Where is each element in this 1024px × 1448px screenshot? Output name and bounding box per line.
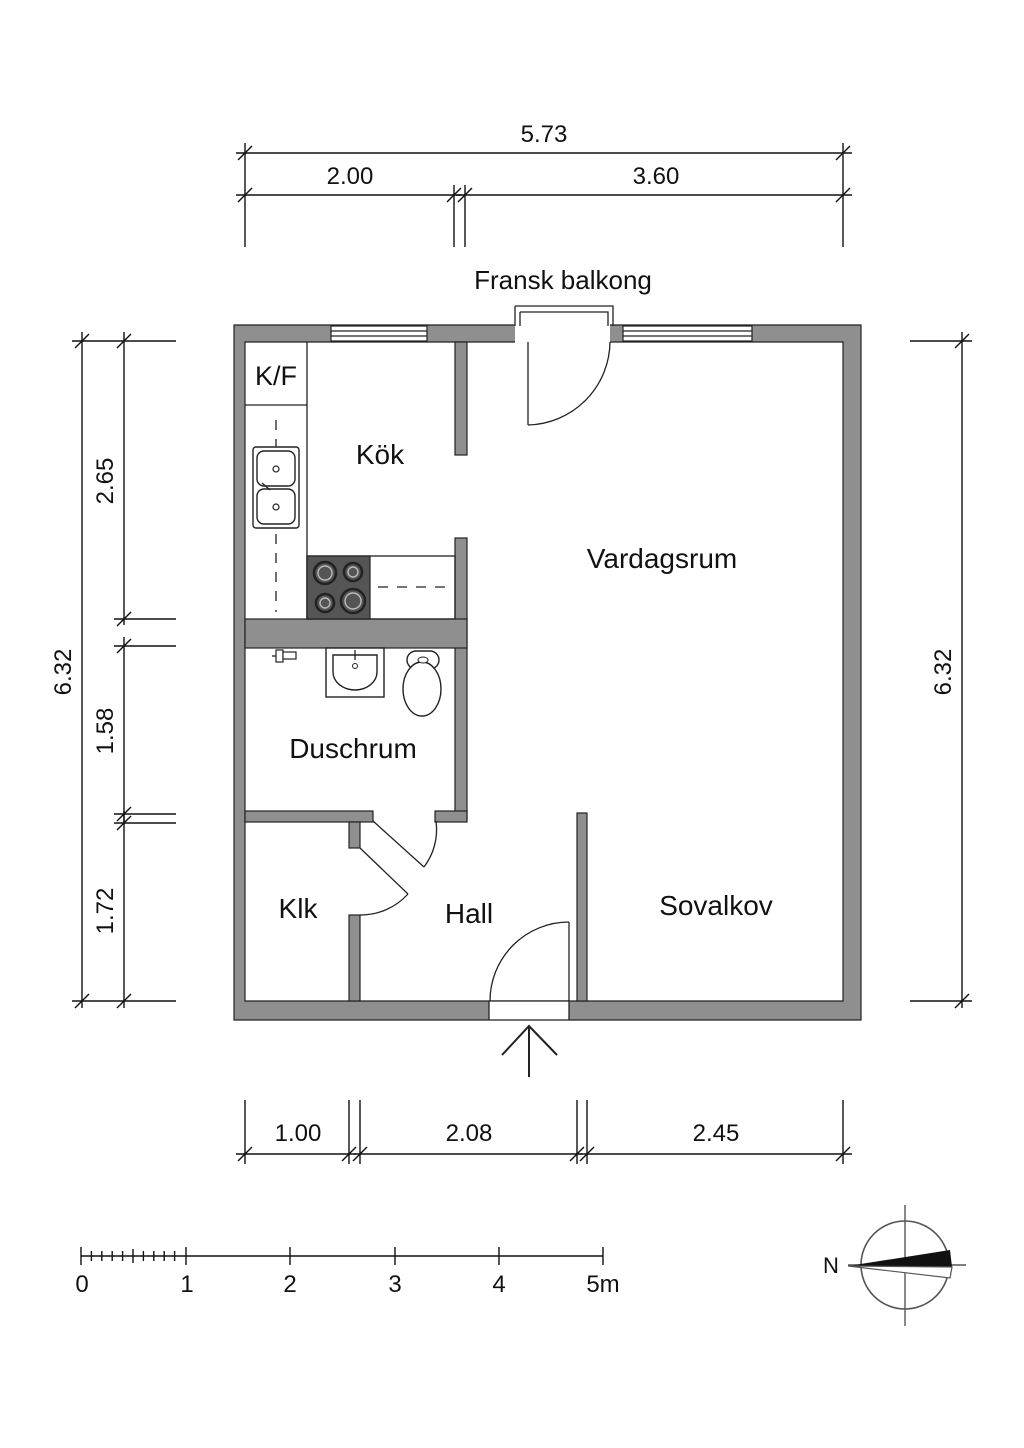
shower-tap-icon: [272, 649, 297, 663]
room-label-bedroom: Sovalkov: [659, 890, 773, 921]
scale-tick-0: 0: [75, 1271, 88, 1298]
toilet-icon: [402, 650, 442, 717]
window-kitchen: [330, 325, 428, 342]
dim-bottom-2: 2.08: [446, 1120, 493, 1147]
scale-tick-3: 3: [388, 1271, 401, 1298]
closet-wall-upper: [348, 821, 361, 849]
scale-tick-4: 4: [492, 1271, 505, 1298]
top-dimensions: 5.73 2.00 3.60: [236, 121, 852, 247]
dim-left-total: 6.32: [50, 649, 77, 696]
room-label-closet: Klk: [279, 893, 319, 924]
scale-tick-5: 5m: [586, 1271, 619, 1298]
washbasin-icon: [325, 647, 385, 698]
sink-icon: [252, 446, 300, 529]
balcony-label: Fransk balkong: [474, 265, 652, 295]
closet-door: [359, 847, 409, 916]
dim-top-right: 3.60: [633, 163, 680, 190]
hall-bedroom-wall: [576, 812, 588, 1002]
walls: [233, 324, 862, 1021]
closet-wall-lower: [348, 914, 361, 1002]
dim-bottom-1: 1.00: [275, 1120, 322, 1147]
shower-door: [372, 820, 438, 868]
outer-wall: [233, 324, 862, 1021]
scale-bar: 0 1 2 3 4 5m: [75, 1247, 620, 1298]
right-dimensions: 6.32: [910, 332, 972, 1009]
balcony-door: [527, 341, 611, 426]
compass-icon: N: [823, 1205, 966, 1326]
entrance-opening: [489, 1001, 569, 1021]
entrance-arrow-icon: [501, 1024, 558, 1077]
dim-bottom-3: 2.45: [693, 1120, 740, 1147]
bottom-dimensions: 1.00 2.08 2.45: [236, 1100, 852, 1164]
dim-right-total: 6.32: [930, 649, 957, 696]
room-label-shower: Duschrum: [289, 733, 417, 764]
room-label-hall: Hall: [445, 898, 493, 929]
dim-left-1: 2.65: [92, 458, 119, 505]
scale-tick-2: 2: [283, 1271, 296, 1298]
shower-closet-wall-right: [434, 810, 468, 823]
left-dimensions: 6.32 2.65 1.58 1.72: [50, 332, 176, 1009]
fridge-label: K/F: [255, 361, 297, 391]
dim-left-3: 1.72: [92, 888, 119, 935]
room-label-kitchen: Kök: [356, 439, 405, 470]
room-label-living: Vardagsrum: [587, 543, 737, 574]
scale-tick-1: 1: [180, 1271, 193, 1298]
window-living: [622, 325, 753, 342]
kitchen-shower-wall: [244, 618, 468, 649]
stove-icon: [306, 555, 371, 620]
kitchen-living-wall-lower: [454, 537, 468, 820]
kitchen-living-wall-upper: [454, 341, 468, 456]
shower-closet-wall-left: [244, 810, 374, 823]
dim-left-2: 1.58: [92, 708, 119, 755]
dim-top-left: 2.00: [327, 163, 374, 190]
entrance-door: [489, 921, 570, 1002]
compass-north-label: N: [823, 1253, 839, 1278]
dim-top-total: 5.73: [521, 121, 568, 148]
